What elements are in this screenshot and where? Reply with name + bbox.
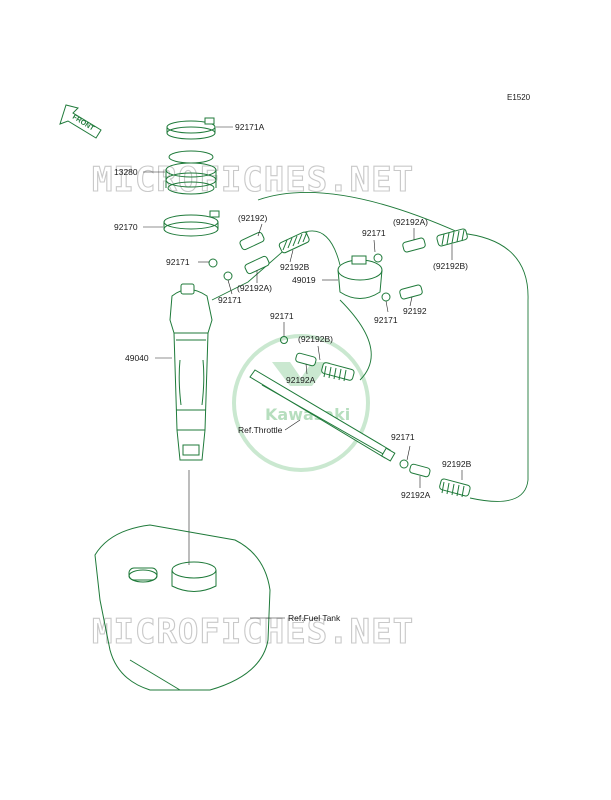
fuel-return-hose [257, 192, 529, 502]
label-49040: 49040 [125, 353, 149, 363]
label-92170: 92170 [114, 222, 138, 232]
label-92171-filter-bottom: 92171 [374, 315, 398, 325]
fuel-tank [94, 524, 271, 691]
label-92171-right: 92171 [391, 432, 415, 442]
fuel-hose-filter-out [339, 299, 372, 381]
label-92192A-rail: 92192A [286, 375, 316, 385]
label-92171-left: 92171 [166, 257, 190, 267]
label-ref-throttle: Ref.Throttle [238, 425, 283, 435]
diagram-code: E1520 [507, 93, 531, 102]
fuel-rail [249, 369, 396, 462]
label-92192-filter: 92192 [403, 306, 427, 316]
hose-clamp-92170 [163, 210, 220, 237]
fuel-hose-upper [211, 230, 341, 301]
fuel-filter-49019 [337, 255, 383, 299]
label-ref-fuel-tank: Ref.Fuel Tank [288, 613, 341, 623]
label-92192A-right: 92192A [401, 490, 431, 500]
coil-hose-92192B-rail [321, 362, 355, 382]
label-92171-mid: 92171 [218, 295, 242, 305]
label-92192B-mid: 92192B [280, 262, 310, 272]
label-92192-top: (92192) [238, 213, 267, 223]
fuel-pump-49040 [169, 283, 213, 461]
clip-92171-rail [280, 336, 288, 344]
coil-hose-92192B-upper [278, 231, 310, 254]
coil-hose-92192B-filter [436, 228, 468, 247]
label-92171-filter-top: 92171 [362, 228, 386, 238]
label-92192B-right: 92192B [442, 459, 472, 469]
kawasaki-logo-watermark: Kawasaki [232, 334, 370, 472]
label-92192A-mid: (92192A) [237, 283, 272, 293]
hose-92192-filter [399, 284, 423, 300]
hose-92192A-filter [402, 237, 426, 253]
hose-92192A-mid [244, 255, 270, 275]
label-92171-rail: 92171 [270, 311, 294, 321]
hose-92192A-rail [295, 352, 317, 367]
pump-seal-13280 [165, 150, 217, 195]
clip-92171-right [399, 459, 409, 469]
label-13280: 13280 [114, 167, 138, 177]
watermark-top: MICROFICHES.NET [91, 159, 414, 200]
label-92192A-filter: (92192A) [393, 217, 428, 227]
svg-text:MICROFICHES.NET: MICROFICHES.NET [92, 160, 414, 200]
hose-92192-upper [239, 231, 265, 251]
coil-hose-92192B-right [439, 478, 471, 498]
front-arrow-icon: FRONT [59, 104, 102, 139]
clip-92171-filter-top [373, 253, 383, 263]
clip-92171-filter-bottom [381, 292, 391, 302]
hose-92192A-right [409, 463, 431, 478]
label-49019: 49019 [292, 275, 316, 285]
label-92192B-filter: (92192B) [433, 261, 468, 271]
label-92171A: 92171A [235, 122, 265, 132]
clip-92171-mid [223, 271, 233, 281]
hose-clamp-92171A [166, 117, 216, 140]
clip-92171-left [208, 258, 218, 268]
label-92192B-rail: (92192B) [298, 334, 333, 344]
